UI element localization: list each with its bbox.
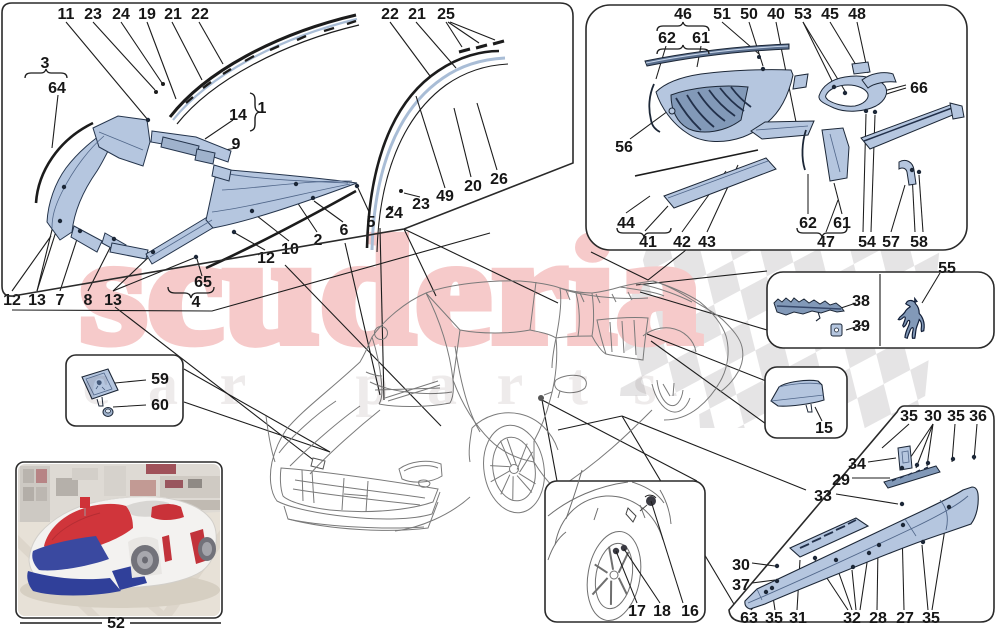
svg-text:r: r — [220, 351, 247, 417]
svg-text:51: 51 — [713, 6, 731, 23]
svg-text:56: 56 — [615, 139, 633, 156]
svg-text:46: 46 — [674, 6, 692, 23]
svg-text:9: 9 — [232, 136, 241, 153]
svg-text:62: 62 — [658, 30, 676, 47]
svg-text:a: a — [427, 351, 457, 417]
svg-text:22: 22 — [191, 6, 209, 23]
svg-text:24: 24 — [385, 205, 403, 222]
svg-text:54: 54 — [858, 234, 876, 251]
svg-text:s: s — [633, 351, 656, 417]
svg-text:5: 5 — [367, 214, 376, 231]
svg-text:41: 41 — [639, 234, 657, 251]
svg-text:65: 65 — [194, 274, 212, 291]
svg-text:39: 39 — [852, 318, 870, 335]
svg-text:10: 10 — [281, 241, 299, 258]
svg-text:58: 58 — [910, 234, 928, 251]
svg-text:31: 31 — [789, 610, 807, 627]
svg-text:11: 11 — [58, 6, 75, 23]
svg-text:55: 55 — [938, 260, 956, 277]
svg-text:61: 61 — [692, 30, 710, 47]
svg-text:a: a — [148, 351, 178, 417]
svg-text:13: 13 — [28, 292, 46, 309]
svg-text:6: 6 — [340, 222, 349, 239]
svg-text:23: 23 — [412, 196, 430, 213]
svg-text:35: 35 — [765, 610, 783, 627]
svg-text:48: 48 — [848, 6, 866, 23]
svg-text:35: 35 — [922, 610, 940, 627]
svg-text:7: 7 — [56, 292, 65, 309]
svg-text:42: 42 — [673, 234, 691, 251]
svg-text:33: 33 — [814, 488, 832, 505]
svg-text:21: 21 — [408, 6, 426, 23]
svg-text:27: 27 — [896, 610, 914, 627]
svg-text:37: 37 — [732, 577, 750, 594]
svg-text:3: 3 — [41, 55, 50, 72]
svg-text:60: 60 — [151, 397, 169, 414]
svg-text:16: 16 — [681, 603, 699, 620]
svg-text:26: 26 — [490, 171, 508, 188]
svg-text:21: 21 — [164, 6, 182, 23]
svg-text:r: r — [497, 351, 524, 417]
svg-text:22: 22 — [381, 6, 399, 23]
svg-text:19: 19 — [138, 6, 156, 23]
svg-text:c: c — [83, 351, 110, 417]
svg-text:36: 36 — [969, 408, 987, 425]
svg-text:64: 64 — [48, 80, 66, 97]
svg-text:12: 12 — [257, 250, 275, 267]
svg-text:29: 29 — [832, 472, 850, 489]
svg-text:66: 66 — [910, 80, 928, 97]
svg-text:4: 4 — [192, 294, 201, 311]
svg-text:18: 18 — [653, 603, 671, 620]
svg-text:34: 34 — [848, 456, 866, 473]
svg-text:20: 20 — [464, 178, 482, 195]
svg-text:45: 45 — [821, 6, 839, 23]
svg-text:p: p — [355, 351, 388, 417]
svg-text:35: 35 — [947, 408, 965, 425]
svg-text:24: 24 — [112, 6, 130, 23]
svg-text:38: 38 — [852, 293, 870, 310]
svg-text:28: 28 — [869, 610, 887, 627]
svg-text:25: 25 — [437, 6, 455, 23]
svg-text:43: 43 — [698, 234, 716, 251]
svg-text:t: t — [568, 351, 588, 417]
svg-text:8: 8 — [84, 292, 93, 309]
svg-text:35: 35 — [900, 408, 918, 425]
svg-text:59: 59 — [151, 371, 169, 388]
svg-text:62: 62 — [799, 215, 817, 232]
svg-text:61: 61 — [833, 215, 851, 232]
svg-text:40: 40 — [767, 6, 785, 23]
svg-text:13: 13 — [104, 292, 122, 309]
svg-text:49: 49 — [436, 188, 454, 205]
svg-text:14: 14 — [229, 107, 247, 124]
svg-text:50: 50 — [740, 6, 758, 23]
svg-text:57: 57 — [882, 234, 900, 251]
svg-text:53: 53 — [794, 6, 812, 23]
svg-text:15: 15 — [815, 420, 833, 437]
svg-text:52: 52 — [107, 615, 125, 632]
svg-text:17: 17 — [628, 603, 646, 620]
svg-text:47: 47 — [817, 234, 835, 251]
svg-text:23: 23 — [84, 6, 102, 23]
svg-text:44: 44 — [617, 215, 635, 232]
svg-text:30: 30 — [924, 408, 942, 425]
svg-text:63: 63 — [740, 610, 758, 627]
svg-text:30: 30 — [732, 557, 750, 574]
svg-text:1: 1 — [258, 100, 267, 117]
svg-text:2: 2 — [314, 232, 323, 249]
svg-text:32: 32 — [843, 610, 861, 627]
